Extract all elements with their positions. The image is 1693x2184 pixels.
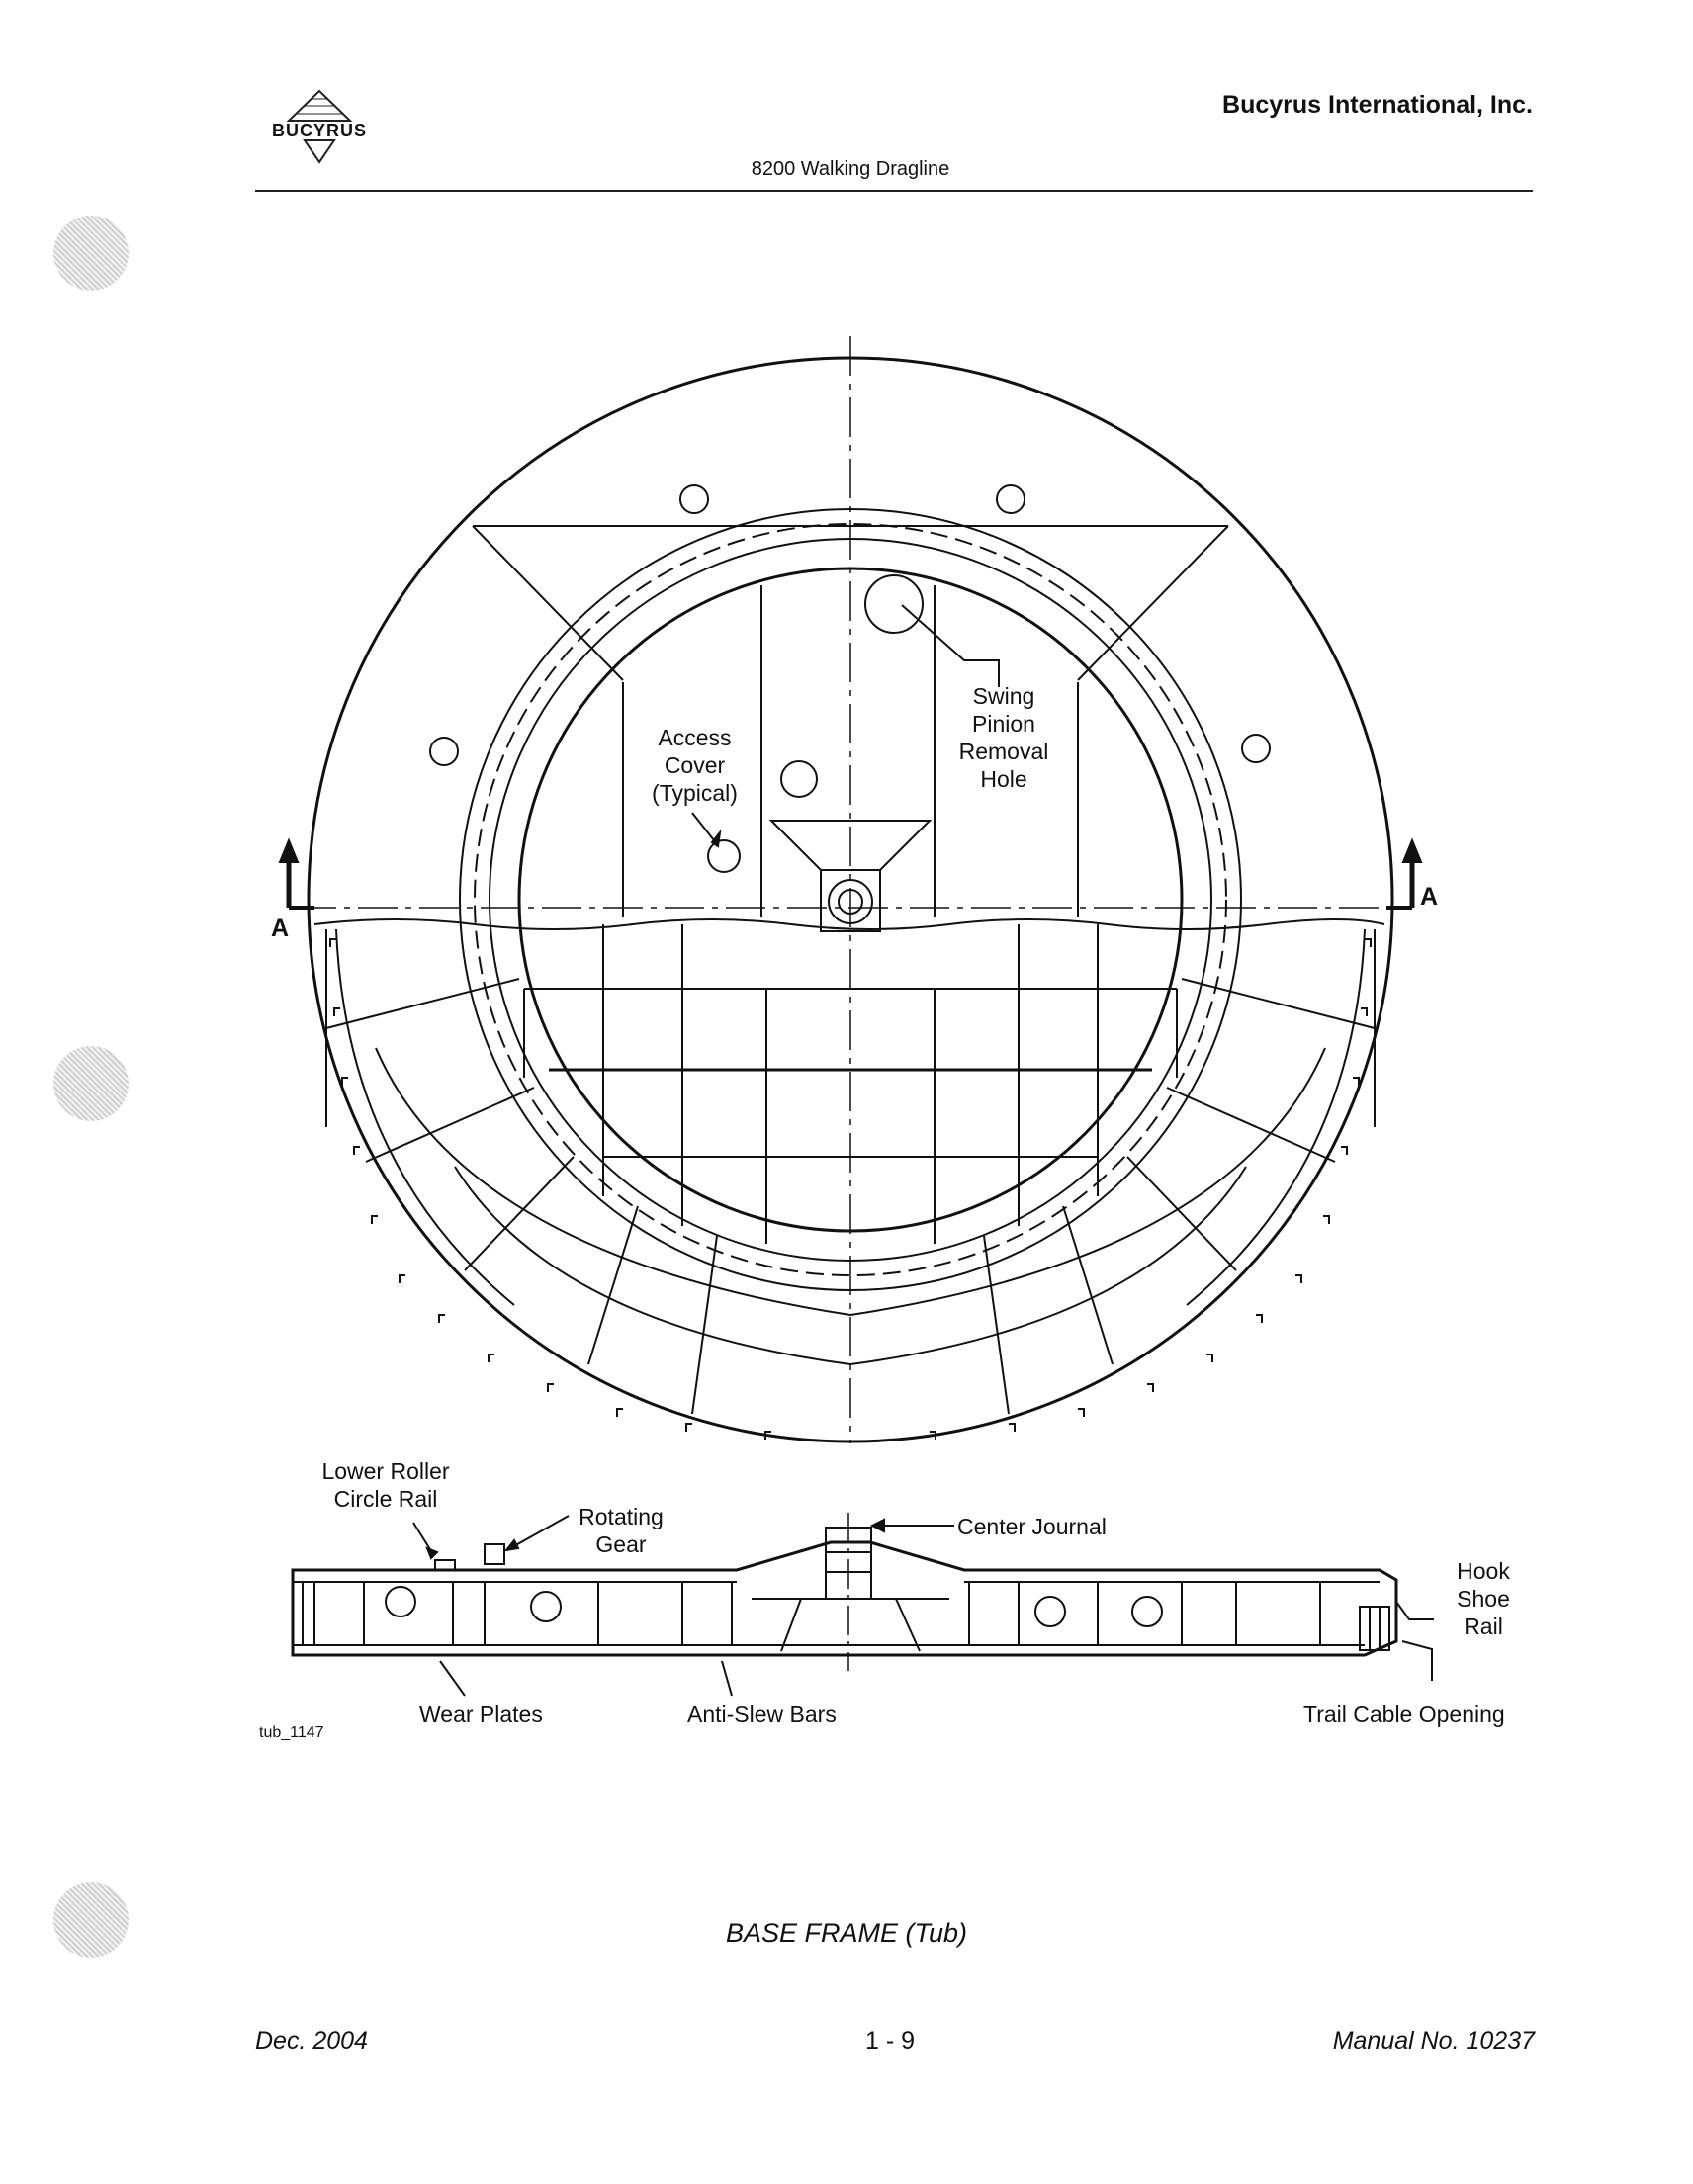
footer-manual-number: Manual No. 10237: [1332, 2027, 1535, 2054]
company-name: Bucyrus International, Inc.: [1222, 91, 1533, 119]
bucyrus-logo: BUCYRUS: [255, 87, 384, 168]
document-subtitle: 8200 Walking Dragline: [751, 158, 950, 180]
label-hook-shoe-rail-line2: Shoe: [1457, 1586, 1510, 1612]
logo-text: BUCYRUS: [271, 121, 367, 140]
label-rotating-gear: Rotating Gear: [572, 1503, 670, 1558]
label-hook-shoe-rail-line1: Hook: [1457, 1558, 1510, 1584]
label-access-cover: Access Cover (Typical): [633, 724, 757, 807]
label-lower-roller: Lower Roller Circle Rail: [307, 1457, 465, 1513]
label-anti-slew-bars: Anti-Slew Bars: [687, 1702, 837, 1727]
figure-caption: BASE FRAME (Tub): [725, 1918, 968, 1948]
label-access-cover-line2: Cover: [664, 752, 726, 778]
punch-hole-middle: [53, 1046, 129, 1121]
label-lower-roller-line1: Lower Roller: [321, 1458, 450, 1484]
punch-hole-top: [53, 216, 129, 291]
section-marker-right: A: [1420, 883, 1439, 911]
label-access-cover-line1: Access: [658, 725, 732, 750]
label-swing-pinion: Swing Pinion Removal Hole: [944, 682, 1063, 793]
label-wear-plates: Wear Plates: [419, 1702, 543, 1727]
label-trail-cable-opening: Trail Cable Opening: [1303, 1702, 1505, 1727]
label-center-journal: Center Journal: [957, 1514, 1107, 1539]
label-rotating-gear-line1: Rotating: [579, 1504, 664, 1529]
section-marker-left: A: [271, 915, 290, 942]
header-rule: [255, 190, 1533, 192]
label-swing-pinion-line2: Pinion: [972, 711, 1035, 737]
label-swing-pinion-line3: Removal: [958, 739, 1049, 764]
label-hook-shoe-rail: Hook Shoe Rail: [1439, 1557, 1528, 1640]
label-hook-shoe-rail-line3: Rail: [1464, 1614, 1503, 1639]
label-swing-pinion-line1: Swing: [972, 683, 1035, 709]
label-rotating-gear-line2: Gear: [595, 1531, 647, 1557]
figure-ref-code: tub_1147: [259, 1724, 324, 1741]
elevation-outline: [291, 1540, 1398, 1657]
label-lower-roller-line2: Circle Rail: [333, 1486, 438, 1512]
footer-page-number: 1 - 9: [864, 2027, 916, 2054]
punch-hole-bottom: [53, 1882, 129, 1958]
footer-date: Dec. 2004: [255, 2027, 368, 2054]
dashed-ring: [474, 523, 1227, 1276]
label-swing-pinion-line4: Hole: [980, 766, 1027, 792]
label-access-cover-line3: (Typical): [652, 780, 738, 806]
